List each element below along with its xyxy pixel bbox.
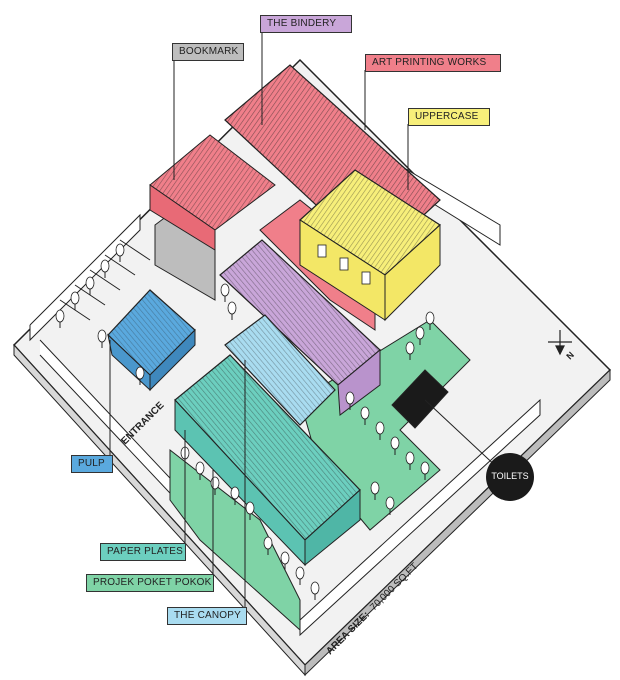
label-art-printing-works: ART PRINTING WORKS — [365, 54, 501, 72]
label-the-canopy: THE CANOPY — [167, 607, 247, 625]
label-toilets: TOILETS — [491, 471, 529, 481]
label-projek-poket-pokok: PROJEK POKET POKOK — [86, 574, 214, 592]
label-uppercase: UPPERCASE — [408, 108, 490, 126]
label-pulp: PULP — [71, 455, 113, 473]
label-the-bindery: THE BINDERY — [260, 15, 352, 33]
compass-north: N — [564, 350, 576, 362]
leader-lines — [109, 31, 409, 610]
paper-plates-building — [174, 354, 361, 567]
uppercase-building — [299, 169, 441, 322]
label-paper-plates: PAPER PLATES — [100, 543, 186, 561]
label-bookmark: BOOKMARK — [172, 43, 244, 61]
bookmark-building — [149, 134, 276, 301]
compass-icon — [548, 330, 572, 356]
toilets-block — [391, 369, 534, 501]
canopy-building — [224, 314, 336, 426]
toilets-marker — [486, 453, 534, 501]
